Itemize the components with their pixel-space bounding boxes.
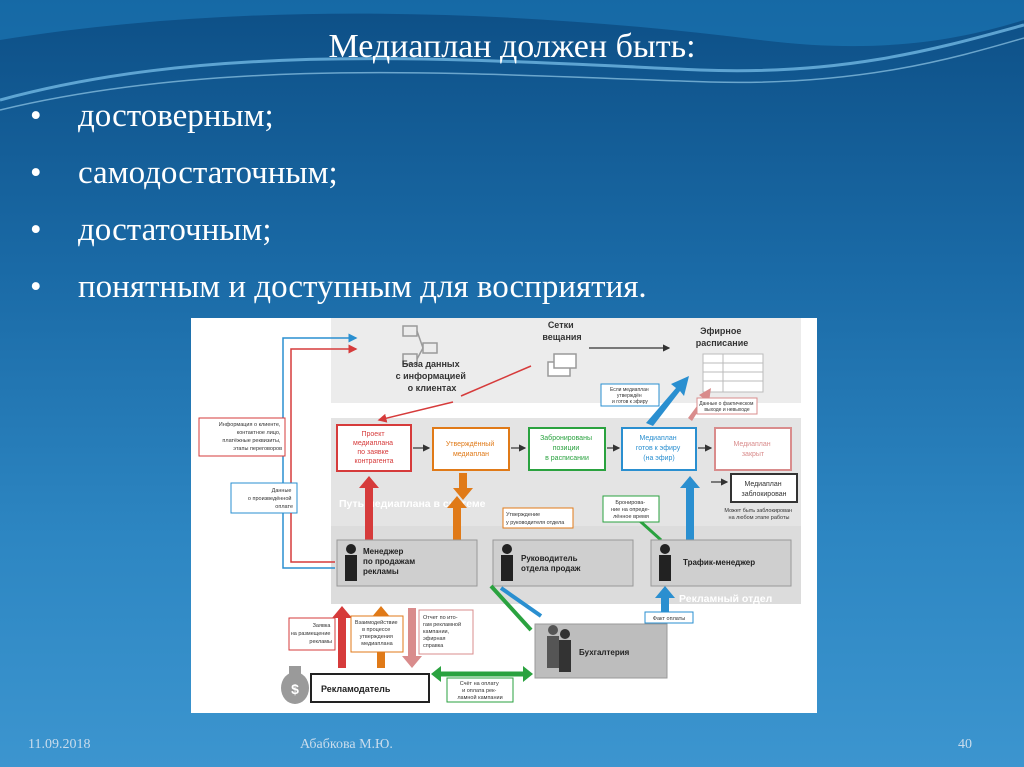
- svg-text:Факт оплаты: Факт оплаты: [653, 616, 685, 622]
- svg-text:Рекламодатель: Рекламодатель: [321, 684, 391, 694]
- invoice-note: [446, 677, 514, 703]
- svg-text:Заявка на размещение р: Заявка на размещение рекламы: [291, 623, 332, 645]
- traffic-manager-box: Трафик-менеджер: [650, 539, 792, 587]
- stage-approved: [432, 427, 510, 471]
- svg-text:Утверждение у руководителя: Утверждение у руководителя отдела: [506, 512, 565, 526]
- invoice-arrow-left-head: [431, 666, 441, 682]
- bullet-item: •самодостаточным;: [30, 145, 647, 202]
- svg-text:Бронирова- ние на опреде-: Бронирова- ние на опреде- лённое время: [611, 500, 651, 520]
- stage-draft: [336, 424, 412, 472]
- stage-booked: [528, 427, 606, 471]
- svg-text:Проект медиаплана по з: Проект медиаплана по заявке контрагента: [353, 431, 395, 465]
- svg-text:Информация о клиенте, конт: Информация о клиенте, контактное лицо, п…: [219, 422, 282, 452]
- bullet-dot: •: [30, 269, 42, 305]
- accounting-box: Бухгалтерия: [534, 623, 668, 679]
- stage-ready: [621, 427, 697, 471]
- advertiser-box: Рекламодатель: [310, 673, 430, 703]
- if-approved-note: [600, 383, 660, 407]
- bullet-item: •достаточным;: [30, 202, 647, 259]
- svg-text:$: $: [291, 681, 299, 697]
- report-note: [418, 609, 474, 655]
- head-box: Руководитель отдела продаж: [492, 539, 634, 587]
- bullet-item: •понятным и доступным для восприятия.: [30, 259, 647, 316]
- dept-to-stage-arrows: [359, 473, 700, 540]
- mediaplan-workflow-diagram: База данных с информацией о клиентах Сет…: [191, 318, 817, 713]
- networks-to-db-line: [460, 365, 532, 397]
- footer-date: 11.09.2018: [28, 737, 91, 752]
- client-info-arrow: [290, 344, 358, 513]
- svg-text:Забронированы позиции: Забронированы позиции в расписании: [540, 434, 594, 462]
- wave-decoration: [0, 0, 1024, 111]
- bullet-item: •достоверным;: [30, 88, 647, 145]
- svg-text:Данные о произведённой: Данные о произведённой оплате: [248, 488, 293, 510]
- stage-closed: [714, 427, 792, 471]
- dept-label: Рекламный отдел: [679, 593, 772, 605]
- footer-page-number: 40: [958, 737, 972, 752]
- payment-fact-arrow: [655, 586, 675, 618]
- invoice-arrow-right-head: [523, 666, 533, 682]
- accounting-arrow-green: [489, 584, 533, 632]
- manager-link-red: [290, 513, 335, 563]
- diagram-canvas: База данных с информацией о клиентах Сет…: [198, 318, 801, 704]
- interaction-note: [350, 615, 404, 653]
- svg-text:Утверждённый медиаплан: Утверждённый медиаплан: [446, 440, 496, 458]
- database-icon: [402, 325, 438, 365]
- svg-text:Взаимодействие в процессе: Взаимодействие в процессе утверждения ме…: [355, 619, 399, 647]
- client-info-note: [198, 417, 286, 457]
- schedule-table-icon: [702, 353, 764, 393]
- schedule-label: Эфирное расписание: [696, 326, 749, 348]
- svg-text:Счёт на оплату и оплата ре: Счёт на оплату и оплата рек- ламной камп…: [457, 681, 502, 701]
- bullet-dot: •: [30, 155, 42, 191]
- svg-text:Медиаплан заблокирован: Медиаплан заблокирован: [741, 481, 786, 498]
- slide-title: Медиаплан должен быть:: [328, 28, 696, 65]
- bullet-dot: •: [30, 212, 42, 248]
- can-block-note: Может быть заблокирован на любом этапе р…: [724, 508, 793, 521]
- manager-box: Менеджер по продажам рекламы: [336, 539, 478, 587]
- svg-text:Данные о фактическом выход: Данные о фактическом выходе и невыходе: [699, 401, 755, 413]
- svg-text:Медиаплан готов к эфиру: Медиаплан готов к эфиру (на эфир): [636, 435, 682, 462]
- svg-text:Бухгалтерия: Бухгалтерия: [579, 648, 630, 657]
- report-arrow: [402, 608, 422, 668]
- svg-text:Медиаплан закрыт: Медиаплан закрыт: [733, 441, 772, 458]
- accounting-arrow-blue: [499, 586, 543, 618]
- svg-text:Трафик-менеджер: Трафик-менеджер: [683, 558, 755, 567]
- manager-link-blue: [282, 513, 335, 569]
- booking-note: [602, 495, 660, 523]
- svg-text:Отчет по ито- гам рекламно: Отчет по ито- гам рекламной кампании, эф…: [423, 615, 463, 649]
- actual-air-note: [696, 397, 758, 415]
- svg-text:Если медиаплан утверждён: Если медиаплан утверждён и готов к эфиру: [610, 387, 650, 405]
- db-to-draft-arrow: [377, 401, 454, 423]
- money-bag-icon: $: [281, 666, 309, 704]
- ready-to-schedule-arrow: [646, 376, 689, 426]
- request-note: [288, 617, 336, 651]
- stage-blocked: [730, 473, 798, 503]
- networks-label: Сетки вещания: [542, 320, 581, 342]
- bullet-dot: •: [30, 98, 42, 134]
- bullet-list: •достоверным; •самодостаточным; •достато…: [30, 88, 647, 316]
- head-approval-note: [502, 507, 574, 529]
- networks-icon: [547, 353, 577, 377]
- payment-data-note: [230, 482, 298, 514]
- svg-text:Менеджер по продажам: Менеджер по продажам рекламы: [363, 547, 417, 576]
- payment-fact-note: [644, 611, 694, 624]
- database-label: База данных с информацией о клиентах: [396, 359, 469, 393]
- svg-text:Руководитель отдела прод: Руководитель отдела продаж: [521, 554, 581, 573]
- request-arrow: [332, 606, 352, 668]
- footer-author: Абабкова М.Ю.: [300, 737, 393, 752]
